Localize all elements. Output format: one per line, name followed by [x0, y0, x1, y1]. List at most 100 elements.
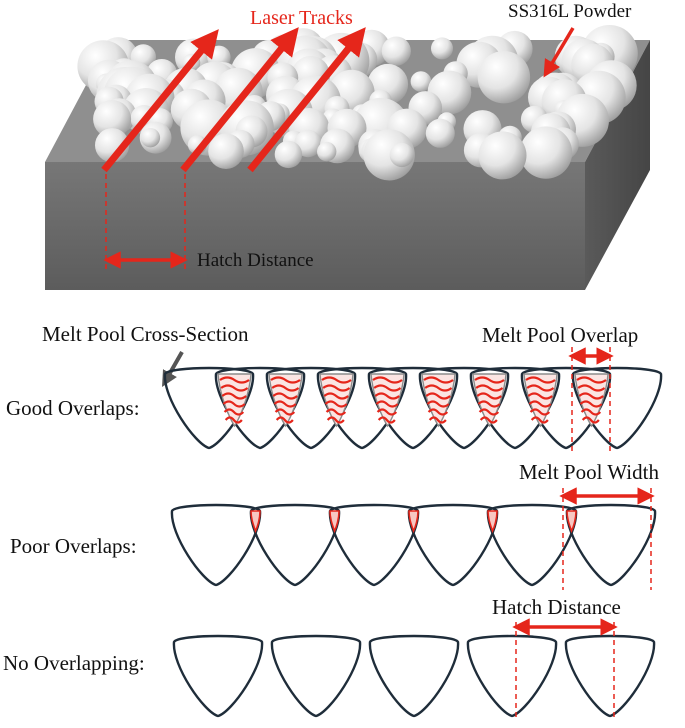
laser-track-arrows	[101, 27, 366, 173]
powder-particle	[140, 128, 161, 148]
overlap-sliver	[250, 510, 261, 534]
overlap-hatch	[375, 400, 399, 408]
cross-section-label: Melt Pool Cross-Section	[42, 322, 249, 346]
overlap-lens	[574, 373, 609, 428]
powder-particle	[93, 100, 132, 138]
powder-pointer-arrow	[543, 27, 575, 78]
cross-section-pointer-arrow	[162, 351, 184, 387]
melt-pool	[368, 634, 460, 718]
overlap-hatch	[426, 400, 450, 408]
overlap-hatch	[324, 400, 348, 408]
melt-pool-overlap-label: Melt Pool Overlap	[482, 323, 638, 347]
powder-particle	[425, 118, 455, 148]
overlap-lens	[217, 373, 252, 428]
melt-pool	[172, 634, 264, 718]
overlap-hatch	[372, 376, 403, 384]
overlap-zone	[217, 373, 252, 428]
powder-particle	[208, 133, 244, 169]
overlap-hatch	[576, 376, 607, 384]
overlap-lens	[523, 373, 558, 428]
overlap-hatch	[272, 392, 298, 400]
powder-particle	[519, 126, 573, 179]
overlap-hatch	[322, 384, 351, 392]
powder-particle	[478, 131, 527, 180]
melt-pool	[170, 503, 262, 587]
hatch-distance-label: Hatch Distance	[492, 595, 621, 619]
melt-pool	[486, 503, 578, 587]
overlap-indicator	[568, 347, 614, 452]
melt-pool	[249, 503, 341, 587]
overlap-hatch	[223, 408, 245, 416]
laser-track-arrow	[180, 27, 299, 173]
overlap-hatch	[424, 384, 453, 392]
powder-particle	[363, 129, 415, 181]
overlap-hatch	[222, 400, 246, 408]
overlap-hatch	[479, 416, 498, 424]
top-hatch-distance-label: Hatch Distance	[197, 250, 314, 271]
top-hatch-indicator	[103, 165, 188, 272]
overlap-hatch	[321, 376, 352, 384]
overlap-hatch	[577, 384, 606, 392]
overlap-hatch	[527, 392, 553, 400]
laser-track-arrow	[247, 27, 366, 173]
overlap-hatch	[221, 392, 247, 400]
overlap-hatch	[475, 384, 504, 392]
overlap-hatch	[220, 384, 249, 392]
overlap-zone	[574, 373, 609, 428]
overlap-sliver	[487, 510, 498, 534]
powder-particle	[317, 141, 337, 162]
melt-pool-row-none	[172, 634, 656, 718]
melt-pool-row-poor	[170, 503, 657, 587]
powder-label: SS316L Powder	[508, 1, 632, 22]
overlap-hatch	[271, 384, 300, 392]
overlap-lens	[421, 373, 456, 428]
melt-pool	[407, 503, 499, 587]
hatch-indicator	[512, 618, 618, 718]
overlap-hatch	[374, 392, 400, 400]
overlap-hatch	[478, 408, 500, 416]
powder-particle	[410, 71, 432, 92]
overlap-hatch	[274, 408, 296, 416]
melt-pool	[565, 503, 657, 587]
overlap-hatch	[275, 416, 294, 424]
overlap-zone	[421, 373, 456, 428]
powder-particle	[274, 140, 303, 169]
overlap-hatch	[578, 392, 604, 400]
laser-tracks-label: Laser Tracks	[250, 7, 353, 29]
overlap-hatch	[326, 416, 345, 424]
overlap-sliver	[566, 510, 577, 534]
powder-particle	[389, 142, 414, 168]
powder-particle	[477, 50, 531, 104]
overlap-zone	[472, 373, 507, 428]
overlap-hatch	[477, 400, 501, 408]
melt-pool-rows	[163, 366, 663, 718]
overlap-lens	[472, 373, 507, 428]
melt-pool	[564, 634, 656, 718]
melt-pool	[270, 634, 362, 718]
row-label-good: Good Overlaps:	[6, 396, 140, 420]
overlap-hatch	[526, 384, 555, 392]
row-label-none: No Overlapping:	[3, 651, 145, 675]
block-side-face	[585, 40, 650, 290]
block-front-face	[45, 162, 585, 290]
width-indicator	[559, 487, 655, 590]
overlap-hatch	[528, 400, 552, 408]
powder-spheres	[77, 25, 638, 181]
overlap-hatch	[270, 376, 301, 384]
overlap-hatch	[428, 416, 447, 424]
overlap-hatch	[376, 408, 398, 416]
overlap-hatch	[377, 416, 396, 424]
overlap-hatch	[273, 400, 297, 408]
melt-pool-row-good	[163, 366, 663, 450]
overlap-zone	[319, 373, 354, 428]
overlap-hatch	[423, 376, 454, 384]
overlap-hatch	[425, 392, 451, 400]
overlap-zone	[523, 373, 558, 428]
overlap-hatch	[525, 376, 556, 384]
overlap-sliver	[408, 510, 419, 534]
overlap-hatch	[580, 408, 602, 416]
overlap-hatch	[581, 416, 600, 424]
overlap-hatch	[323, 392, 349, 400]
row-label-poor: Poor Overlaps:	[10, 534, 137, 558]
